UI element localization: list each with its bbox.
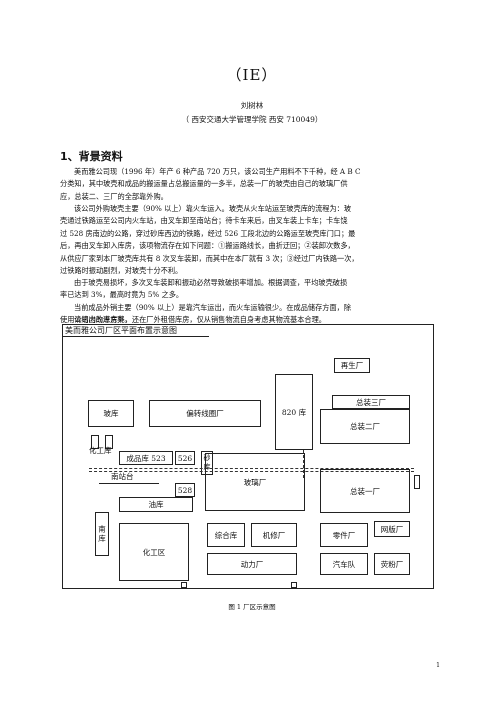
railway-line-2 [89,471,414,472]
zongzhuang1-box: 总装一厂 [320,469,410,513]
document-title: （IE） [226,66,278,84]
zonghe-box: 综合库 [207,523,245,547]
zaisheng-box: 再生厂 [334,358,370,373]
section-heading: 1、背景资料 [60,150,123,163]
paragraph-line: 从供应厂家到本厂玻壳库共有 8 次叉车装卸，而其中在本厂就有 3 次；③经过厂内… [60,253,359,263]
pianzhuan-box: 偏转线圈厂 [149,400,261,427]
qiche-box: 汽车队 [320,553,368,575]
paragraph-5: 请给出改进方案。 [60,314,432,326]
n526-box: 526 [175,451,195,465]
zongzhuang3-box: 总装三厂 [332,395,410,409]
paragraph-line: 过 528 房南边的公路，穿过砂库西边的铁路，经过 526 工段北边的公路运至玻… [60,228,356,238]
huagong-ku-label: 化工库 [89,446,112,455]
paragraph-line: 率已达到 3%，最高时竟为 5% 之多。 [60,290,184,300]
nanku-label: 南库 [97,524,107,544]
diagram-title: 美而雅公司厂区平面布置示意图 [65,326,177,335]
title-underline [63,336,209,337]
paragraph-line: 该公司外购玻壳主要（90% 以上）靠火车运入。玻壳从火车站运至玻壳库的流程为：玻 [74,204,352,213]
paragraph-line: 使用公司内的库房外，还在厂外租借库房，仅从销售物流自身考虑其物流基本合理。 [60,315,326,325]
paragraph-4: 当前成品外销主要（90% 以上）是靠汽车运出，而火车运输很少。在成品储存方面，除… [60,302,432,327]
paragraph-line: 壳通过铁路运至公司内火车站，由叉车卸至南站台；待卡车来后，由叉车装上卡车；卡车饶 [60,216,348,226]
yingfen-box: 荧粉厂 [374,553,410,575]
paragraph-line: 分类知，其中玻壳和成品的搬运量占总搬运量的一多半，总装一厂的玻壳由自己的玻璃厂供 [60,179,348,189]
lingjian-box: 零件厂 [320,523,368,547]
paragraph-line: 当前成品外销主要（90% 以上）是靠汽车运出，而火车运输很少。在成品储存方面，除 [74,303,352,312]
huagong-qu-box: 化工区 [119,523,189,581]
figure-caption: 图 1 厂区示意图 [228,603,276,611]
railway-line-1 [89,468,414,469]
paragraph-3: 由于玻壳易损坏，多次叉车装卸和振动必然导致破损率增加。根据调查，平均玻壳破损 率… [60,277,432,302]
boli-box: 玻璃厂 [205,453,305,511]
paragraph-line: 请给出改进方案。 [74,315,132,324]
platform-line [99,483,159,484]
youku-box: 油库 [119,497,193,512]
paragraph-line: 应，总装二、三厂的全部靠外购。 [60,191,168,201]
wangban-box: 网版厂 [374,521,410,537]
boke-ku-box: 玻库 [88,400,134,427]
paragraph-line: 由于玻壳易损坏，多次叉车装卸和振动必然导致破损率增加。根据调查，平均玻壳破损 [74,278,348,287]
factory-layout-diagram: 美而雅公司厂区平面布置示意图 玻库 偏转线圈厂 820 库 再生厂 总装三厂 总… [62,324,434,589]
dongli-box: 动力厂 [207,553,297,575]
chengpin523-box: 成品库 523 [119,451,173,465]
paragraph-line: 美而雅公司现（1996 年）年产 6 种产品 720 万只，该公司生产用料不下千… [74,167,361,176]
author-name: 刘树林 [240,101,264,110]
jixiu-box: 机修厂 [251,523,297,547]
author-affiliation: （ 西安交通大学管理学院 西安 710049） [181,115,323,124]
nanku-box: 南库 [95,512,109,556]
sha-ku-box: 砂库 [201,451,213,475]
gate-mark-2 [291,582,297,588]
paragraph-1: 美而雅公司现（1996 年）年产 6 种产品 720 万只，该公司生产用料不下千… [60,166,432,203]
zongzhuang2-box: 总装二厂 [320,409,410,444]
railway-branch [303,450,304,478]
small-box-3 [414,475,420,489]
small-box-1 [91,435,99,449]
ku820-box: 820 库 [275,374,313,450]
small-box-2 [105,435,113,449]
page-number: 1 [436,662,440,669]
n528-box: 528 [175,483,195,497]
paragraph-line: 过铁路时振动剧烈，对玻壳十分不利。 [60,266,183,276]
paragraph-line: 后，再由叉车卸入库房，该项物流存在如下问题：①搬运路线长，曲折迂回；②装卸次数多… [60,241,355,251]
nanzhantai-label: 南站台 [111,472,134,481]
gate-mark-1 [181,582,187,588]
paragraph-2: 该公司外购玻壳主要（90% 以上）靠火车运入。玻壳从火车站运至玻壳库的流程为：玻… [60,203,432,277]
